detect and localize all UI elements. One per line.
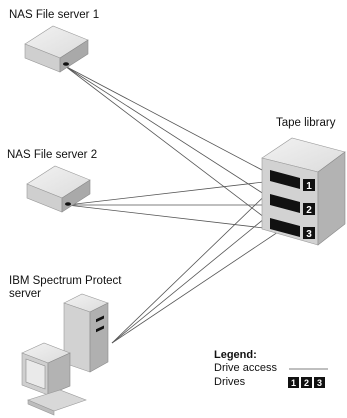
ibm-server-label: IBM Spectrum Protect server <box>9 275 122 300</box>
drive-slot-2 <box>270 194 300 213</box>
nas-server-2-icon <box>26 165 91 213</box>
drive-slot-3 <box>270 218 300 237</box>
drive-badge-1 <box>303 179 315 191</box>
drive-badge-2 <box>303 203 315 215</box>
legend-title: Legend: <box>214 349 257 361</box>
drive-number-3: 3 <box>306 229 312 240</box>
legend-drive-1: 1 <box>291 378 296 388</box>
legend-drives-label: Drives <box>214 376 246 388</box>
tape-library-icon: 1 2 3 <box>261 137 346 246</box>
nas-server-1-icon <box>24 25 89 73</box>
ibm-server-icon <box>21 293 109 416</box>
nas-server-2-label: NAS File server 2 <box>7 149 98 161</box>
line-nas2-drive1 <box>66 179 282 206</box>
line-nas1-drive1 <box>64 65 282 181</box>
tape-library-label: Tape library <box>276 117 336 129</box>
line-nas1-drive2 <box>64 65 282 206</box>
line-ibm-drive3 <box>111 229 282 344</box>
legend-drive-access-label: Drive access <box>214 362 277 374</box>
drive-slot-1 <box>270 170 300 189</box>
line-ibm-drive1 <box>111 179 282 344</box>
drive-number-2: 2 <box>306 205 312 216</box>
line-ibm-drive2 <box>111 204 282 344</box>
drive-badge-3 <box>303 227 315 239</box>
line-nas1-drive3 <box>64 65 282 231</box>
drive-number-1: 1 <box>306 181 312 192</box>
line-nas2-drive3 <box>66 204 282 231</box>
legend-drive-3: 3 <box>317 378 322 388</box>
legend-drive-2: 2 <box>304 378 309 388</box>
drive-access-lines <box>64 65 282 344</box>
legend-drives-sample: 1 2 3 <box>288 377 325 388</box>
nas-server-1-label: NAS File server 1 <box>9 9 100 21</box>
